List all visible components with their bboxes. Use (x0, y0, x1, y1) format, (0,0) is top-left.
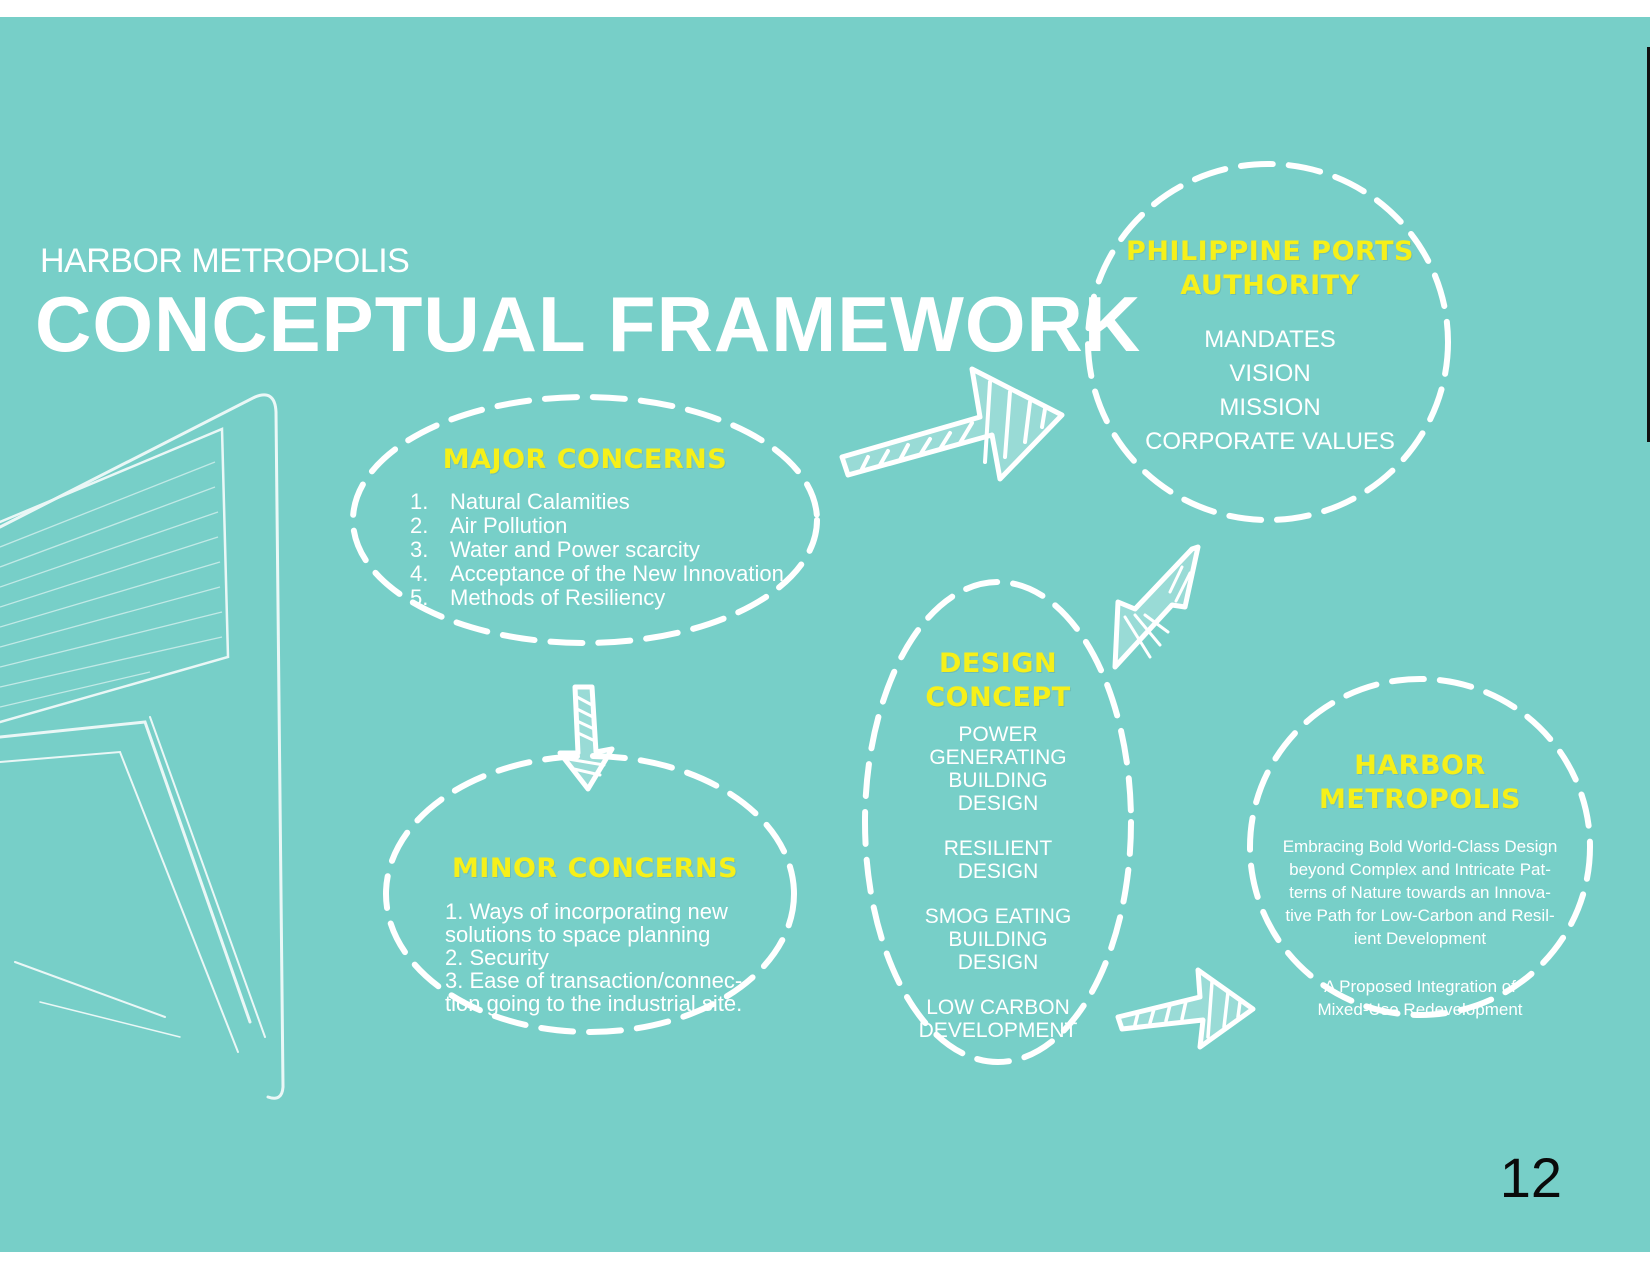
header-kicker: HARBOR METROPOLIS (40, 242, 410, 280)
ppa-item: VISION (1229, 360, 1311, 387)
arrow-major-to-minor-icon (557, 684, 615, 792)
decorative-chalk-sketch (0, 393, 285, 1100)
arrow-major-to-ppa-icon (839, 366, 1065, 482)
page-title: CONCEPTUAL FRAMEWORK (35, 280, 1142, 368)
design-concept-title: DESIGN CONCEPT (925, 648, 1071, 713)
design-concept-ellipse (862, 579, 1134, 1065)
major-concerns-list: 1.Natural Calamities 2.Air Pollution 3.W… (410, 490, 784, 610)
philippine-ports-authority-ellipse (1085, 161, 1451, 523)
harbor-metropolis-ellipse (1247, 676, 1593, 1018)
ppa-item: MANDATES (1204, 326, 1336, 353)
page-number: 12 (1499, 1146, 1562, 1209)
ppa-item: MISSION (1219, 394, 1321, 421)
list-item: 1.Natural Calamities (410, 489, 630, 514)
harbor-metropolis-subtitle: A Proposed Integration of Mixed-Use Rede… (1317, 977, 1523, 1019)
harbor-metropolis-description: Embracing Bold World-Class Design beyond… (1282, 837, 1558, 948)
list-item: solutions to space planning (445, 922, 711, 947)
list-item: tion going to the industrial site. (445, 991, 743, 1016)
list-item: 4.Acceptance of the New Innovation (410, 561, 784, 586)
list-item: 5.Methods of Resiliency (410, 585, 666, 610)
list-item: 3. Ease of transaction/connec- (445, 968, 743, 993)
minor-concerns-ellipse (383, 753, 797, 1035)
ppa-title: PHILIPPINE PORTS AUTHORITY (1126, 236, 1414, 301)
minor-concerns-title: MINOR CONCERNS (451, 853, 739, 884)
design-concept-items: POWER GENERATING BUILDING DESIGN RESILIE… (918, 723, 1078, 1042)
minor-concerns-list: 1. Ways of incorporating new solutions t… (445, 900, 742, 1015)
arrow-design-to-harbor-icon (1115, 967, 1256, 1050)
major-concerns-ellipse (350, 394, 820, 646)
harbor-metropolis-title: HARBOR METROPOLIS (1319, 750, 1521, 815)
list-item: 2. Security (445, 945, 549, 970)
list-item: 1. Ways of incorporating new (445, 899, 728, 924)
list-item: 3.Water and Power scarcity (410, 537, 700, 562)
diagram-shapes (350, 161, 1593, 1065)
edge-divider (1647, 47, 1650, 442)
arrow-ppa-to-design-icon (1112, 544, 1201, 670)
major-concerns-title: MAJOR CONCERNS (442, 444, 728, 475)
ppa-items: MANDATES VISION MISSION CORPORATE VALUES (1110, 323, 1430, 459)
ppa-item: CORPORATE VALUES (1145, 428, 1395, 455)
list-item: 2.Air Pollution (410, 513, 568, 538)
slide: HARBOR METROPOLIS CONCEPTUAL FRAMEWORK M… (0, 17, 1650, 1252)
